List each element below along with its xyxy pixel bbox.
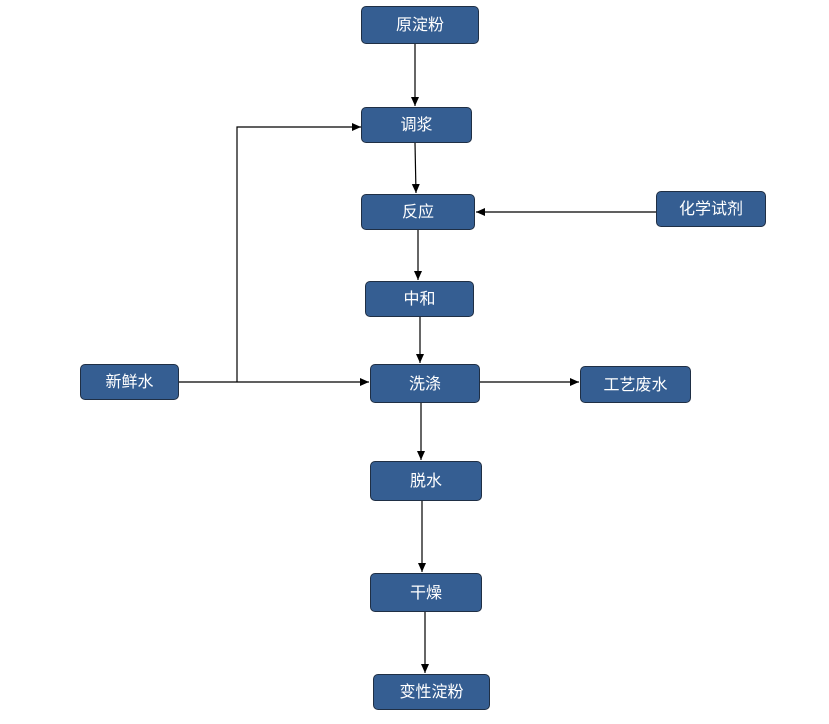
node-reaction: 反应: [361, 194, 475, 230]
node-chemical-reagent: 化学试剂: [656, 191, 766, 227]
node-drying: 干燥: [370, 573, 482, 612]
node-slurry: 调浆: [361, 107, 472, 143]
edge-slurry-to-reaction: [411, 142, 420, 194]
node-process-wastewater: 工艺废水: [580, 366, 691, 403]
node-fresh-water: 新鲜水: [80, 364, 179, 400]
node-washing: 洗涤: [370, 364, 480, 403]
node-dewatering: 脱水: [370, 461, 482, 501]
node-raw-starch: 原淀粉: [361, 6, 479, 44]
node-modified-starch: 变性淀粉: [373, 674, 490, 710]
node-neutralization: 中和: [365, 281, 474, 317]
edge-fresh-water-to-slurry: [236, 123, 361, 382]
